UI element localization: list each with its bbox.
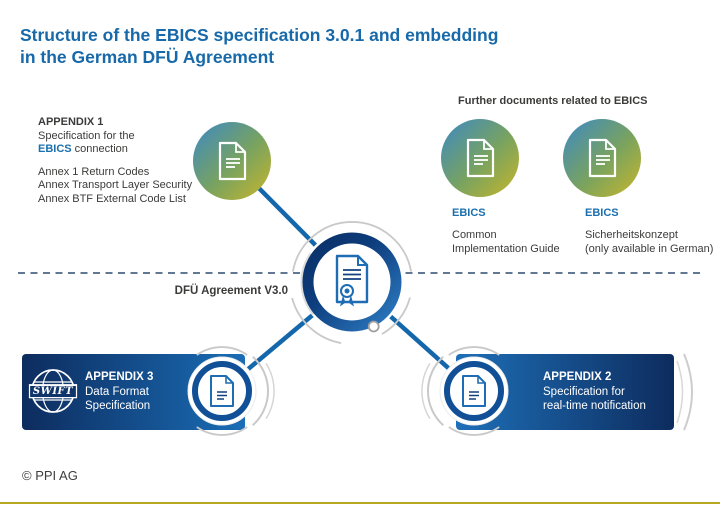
appendix2-line2: real-time notification [543,400,646,412]
appendix1-line1: Specification for the [38,129,135,142]
further-documents-heading: Further documents related to EBICS [458,95,648,107]
doc-title-line: Implementation Guide [452,243,560,255]
appendix3-text-block: APPENDIX 3 Data Format Specification [85,370,215,414]
appendix3-heading: APPENDIX 3 [85,371,154,383]
appendix2-decor-arcs [421,346,693,436]
title-line-2: in the German DFÜ Agreement [20,47,275,67]
connection-text: connection [71,143,128,155]
appendix2-doc-circle [439,356,509,426]
appendix3-line1: Data Format [85,385,149,398]
appendix1-line2: EBICS connection [38,143,208,157]
annex-item: Annex 1 Return Codes [38,165,150,178]
document-icon [218,141,247,181]
annex-item: Annex BTF External Code List [38,192,186,205]
ebics-label: EBICS [452,207,486,219]
annex-item: Annex Transport Layer Security [38,179,193,191]
dfu-agreement-label: DFÜ Agreement V3.0 [174,285,288,297]
page-title: Structure of the EBICS specification 3.0… [20,24,580,68]
appendix1-heading: APPENDIX 1 [38,116,104,128]
swift-logo-text: SWIFT [29,385,77,398]
ebics-label: EBICS [585,207,619,219]
appendix1-doc-circle [193,122,271,200]
ebics-guide-label: EBICS Common Implementation Guide [452,206,592,256]
ebics-security-label: EBICS Sicherheitskonzept (only available… [585,206,720,256]
ebics-accent: EBICS [38,143,72,155]
appendix1-text-block: APPENDIX 1 Specification for the EBICS c… [38,116,208,206]
appendix3-decor-arcs [196,346,275,436]
document-icon [462,375,486,407]
center-emblem [291,221,412,344]
copyright-label: © PPI AG [22,468,78,483]
document-icon [466,138,495,178]
center-decor-arcs [291,221,412,344]
doc-title-line: (only available in German) [585,243,714,255]
doc-title-line: Common [452,229,497,241]
emblem-node-dot [367,320,380,333]
appendix2-text-block: APPENDIX 2 Specification for real-time n… [543,370,673,414]
document-icon [588,138,617,178]
appendix2-line1: Specification for [543,385,625,398]
ebics-security-doc-circle [563,119,641,197]
doc-title-line: Sicherheitskonzept [585,229,678,241]
ebics-guide-doc-circle [441,119,519,197]
appendix3-doc-circle [187,356,257,426]
appendix3-line2: Specification [85,400,151,412]
bottom-gold-rule [0,502,720,504]
appendix2-heading: APPENDIX 2 [543,371,612,383]
certificate-document-icon [335,254,369,307]
document-icon [210,375,234,407]
spacer [38,157,208,166]
title-line-1: Structure of the EBICS specification 3.0… [20,25,499,45]
